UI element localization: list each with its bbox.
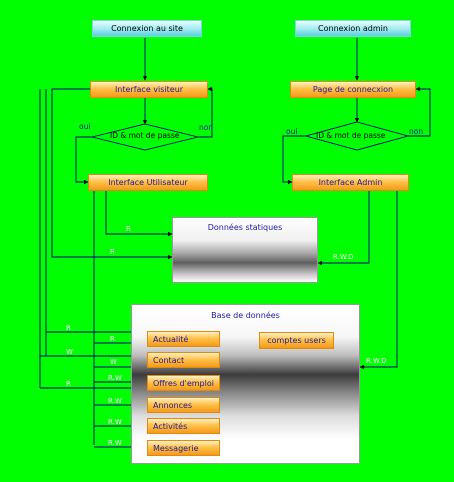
access-label: R	[66, 324, 71, 332]
access-label: R.W	[108, 374, 122, 382]
page-connexion-node: Page de connecxion	[290, 81, 416, 98]
non-right-label: non	[409, 127, 424, 136]
access-label: R.W	[108, 397, 122, 405]
interface-utilisateur-node: Interface Utilisateur	[88, 174, 208, 191]
donnees-statiques-panel: Données statiques	[172, 217, 318, 283]
r-label-static-2: R	[110, 248, 115, 256]
db-item-messagerie: Messagerie	[147, 440, 220, 456]
interface-admin-node: Interface Admin	[292, 174, 409, 191]
access-label: R.W	[108, 439, 122, 447]
db-item-actualite: Actualité	[147, 331, 220, 347]
connexion-admin-node: Connexion admin	[295, 20, 411, 37]
comptes-users-node: comptes users	[259, 332, 334, 349]
donnees-statiques-title: Données statiques	[207, 223, 283, 232]
access-label: W	[66, 348, 73, 356]
id-password-right-label: ID & mot de passe	[316, 131, 386, 140]
id-password-left-label: ID & mot de passe	[110, 131, 180, 140]
db-item-annonces: Annonces	[147, 397, 220, 413]
non-left-label: non	[199, 123, 214, 132]
access-label: R	[110, 335, 115, 343]
interface-visiteur-node: Interface visiteur	[90, 81, 208, 98]
base-de-donnees-title: Base de données	[211, 311, 280, 320]
rwd-label-db: R.W.D	[366, 357, 387, 365]
access-label: W	[110, 358, 117, 366]
db-item-contact: Contact	[147, 352, 220, 368]
access-label: R.W	[108, 418, 122, 426]
oui-left-label: oui	[79, 122, 91, 131]
access-label: R	[66, 380, 71, 388]
oui-right-label: oui	[286, 127, 298, 136]
db-item-offres-emploi: Offres d'emploi	[147, 375, 220, 391]
rwd-label-static: R.W.D	[333, 253, 354, 261]
db-item-activites: Activités	[147, 418, 220, 434]
r-label-static-1: R	[126, 225, 131, 233]
connexion-au-site-node: Connexion au site	[92, 20, 202, 37]
